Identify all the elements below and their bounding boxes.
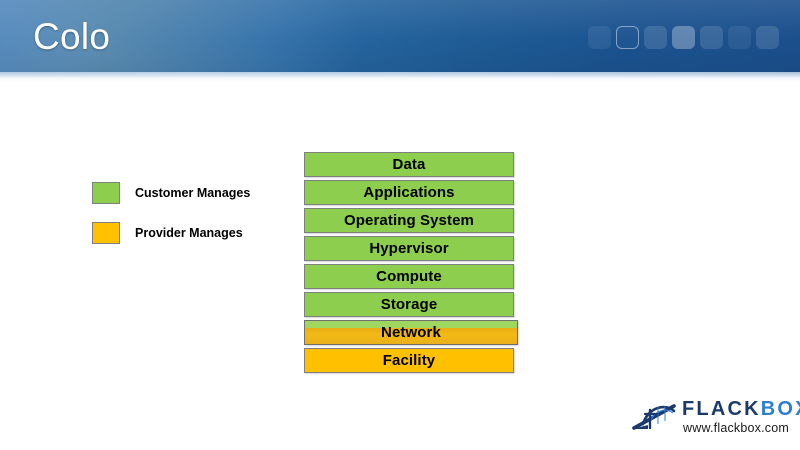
stack-layer-operating-system-fill (305, 209, 513, 232)
stack-layer-hypervisor: Hypervisor (304, 236, 514, 261)
header-square-7 (756, 26, 779, 49)
legend-item-provider: Provider Manages (92, 222, 250, 244)
stack-layer-facility-fill (305, 349, 513, 372)
slide-title: Colo (33, 16, 111, 57)
flackbox-wordmark-box: BOX (760, 398, 800, 420)
stack-layer-hypervisor-label: Hypervisor (369, 240, 449, 257)
stack-layer-data: Data (304, 152, 514, 177)
stack-layer-network-label: Network (381, 324, 441, 341)
legend-item-customer: Customer Manages (92, 182, 250, 204)
header-square-2 (616, 26, 639, 49)
stack-layer-applications: Applications (304, 180, 514, 205)
stack-layer-applications-label: Applications (363, 184, 455, 201)
slide-header-band (0, 0, 800, 72)
legend-swatch-provider (92, 222, 120, 244)
stack-layer-network-fill-provider (305, 327, 517, 344)
legend-swatch-customer (92, 182, 120, 204)
header-square-4 (672, 26, 695, 49)
stack-layer-facility: Facility (304, 348, 514, 373)
flackbox-wordmark: FLACKBOX (682, 398, 800, 420)
responsibility-stack: Data Applications Operating System Hyper… (304, 152, 518, 376)
header-decorative-squares (588, 26, 779, 49)
stack-layer-data-label: Data (392, 156, 426, 173)
legend-label-provider: Provider Manages (135, 226, 243, 240)
stack-layer-compute-fill (305, 265, 513, 288)
stack-layer-operating-system: Operating System (304, 208, 514, 233)
stack-layer-hypervisor-fill (305, 237, 513, 260)
header-accent-fade (0, 76, 800, 86)
legend: Customer Manages Provider Manages (92, 182, 250, 262)
stack-layer-storage-label: Storage (380, 296, 438, 313)
stack-layer-network-fill (305, 321, 517, 344)
header-square-6 (728, 26, 751, 49)
stack-layer-operating-system-label: Operating System (344, 212, 474, 229)
header-square-3 (644, 26, 667, 49)
stack-layer-network-fill-customer (305, 321, 517, 328)
stack-layer-data-fill (305, 153, 513, 176)
bridge-icon (632, 404, 676, 430)
stack-layer-storage-fill (305, 293, 513, 316)
stack-layer-compute-label: Compute (376, 268, 442, 285)
stack-layer-facility-label: Facility (382, 352, 436, 369)
legend-label-customer: Customer Manages (135, 186, 251, 200)
stack-layer-network: Network (304, 320, 518, 345)
stack-layer-applications-fill (305, 181, 513, 204)
stack-layer-storage: Storage (304, 292, 514, 317)
flackbox-wordmark-flack: FLACK (682, 398, 761, 420)
stack-layer-compute: Compute (304, 264, 514, 289)
flackbox-url: www.flackbox.com (683, 421, 790, 435)
header-square-1 (588, 26, 611, 49)
flackbox-logo: FLACKBOX www.flackbox.com (628, 396, 800, 442)
header-square-5 (700, 26, 723, 49)
